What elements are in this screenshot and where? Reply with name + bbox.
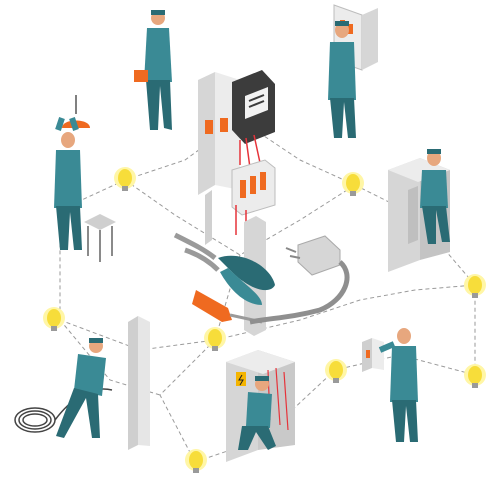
light-bulb-icon <box>342 172 364 196</box>
light-bulbs <box>43 167 486 473</box>
electrician-figure-icon <box>54 117 82 250</box>
light-bulb-icon <box>325 359 347 383</box>
light-bulb-icon <box>464 364 486 388</box>
toolbox-icon <box>134 70 148 82</box>
light-bulb-icon <box>185 449 207 473</box>
power-plug-icon <box>249 235 350 325</box>
cable-channel-left <box>128 316 150 450</box>
warning-sign-icon <box>236 372 246 386</box>
breaker-panel <box>231 159 276 216</box>
light-bulb-icon <box>464 274 486 298</box>
cable-coil-icon <box>14 388 113 433</box>
electrician-figure-icon <box>56 338 106 438</box>
light-bulb-icon <box>204 327 226 351</box>
electrician-figure-icon <box>328 21 356 138</box>
electric-meter-icon <box>232 70 275 144</box>
cable-channel-center <box>205 190 212 245</box>
electrician-figure-icon <box>420 149 450 244</box>
electrician-figure-icon <box>134 10 172 130</box>
stool-icon <box>84 214 116 262</box>
electrician-figure-icon <box>238 376 276 450</box>
light-bulb-icon <box>114 167 136 191</box>
wall-switch-panel <box>362 338 384 372</box>
light-bulb-icon <box>43 307 65 331</box>
electrician-figure-icon <box>378 328 418 442</box>
pliers-icon <box>173 232 275 305</box>
